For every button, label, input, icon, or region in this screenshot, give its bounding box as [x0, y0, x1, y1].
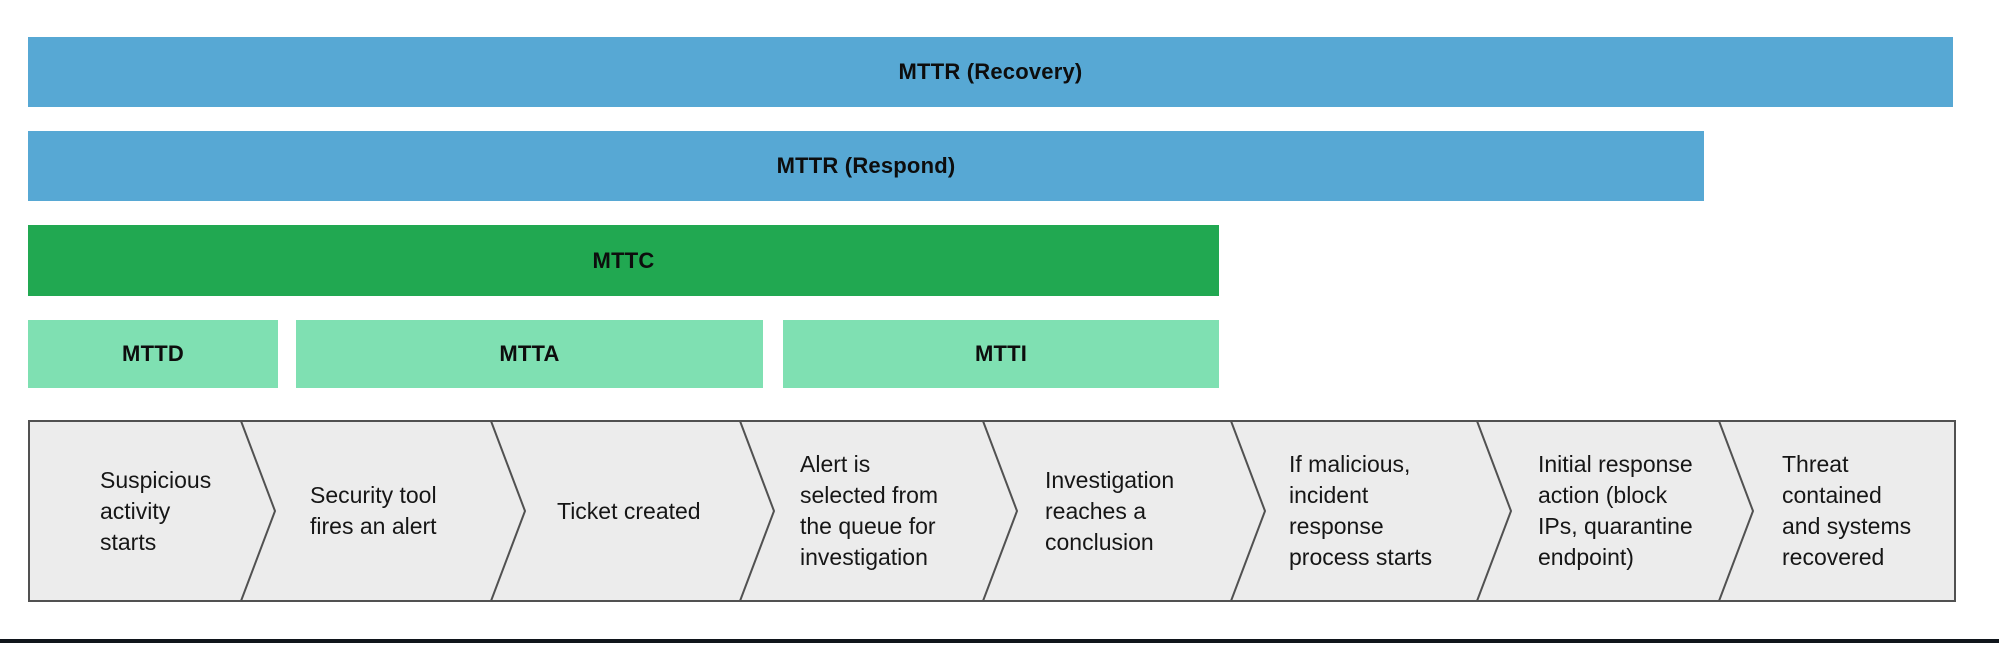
timeline-step-label: Suspicious activity starts [100, 466, 212, 555]
timeline-step-label: Security tool fires an alert [310, 482, 437, 539]
chevron-divider [1718, 420, 1755, 602]
metric-bar-label: MTTA [499, 341, 560, 366]
chevron-divider [1476, 420, 1513, 602]
timeline-step-6: If malicious, incident response process … [1289, 420, 1432, 602]
timeline-step-8: Threat contained and systems recovered [1782, 420, 1911, 602]
process-timeline: Suspicious activity starts Security tool … [28, 420, 1956, 602]
chevron-divider [739, 420, 776, 602]
chevron-divider [1230, 420, 1267, 602]
timeline-step-5: Investigation reaches a conclusion [1045, 420, 1174, 602]
metric-bar-label: MTTI [974, 341, 1028, 366]
timeline-step-3: Ticket created [557, 420, 701, 602]
timeline-step-2: Security tool fires an alert [310, 420, 437, 602]
metric-bar-label: MTTR (Respond) [776, 153, 956, 178]
bottom-divider-bar [0, 639, 1999, 643]
timeline-background [28, 420, 1956, 602]
metric-bar-mttr-respond: MTTR (Respond) [28, 131, 1704, 201]
timeline-step-4: Alert is selected from the queue for inv… [800, 420, 938, 602]
timeline-step-label: Investigation reaches a conclusion [1045, 466, 1175, 555]
timeline-step-label: Ticket created [557, 497, 701, 524]
metric-bar-label: MTTC [592, 247, 655, 273]
metric-bar-label: MTTR (Recovery) [898, 59, 1083, 84]
chevron-divider [982, 420, 1019, 602]
metric-bar-mtta: MTTA [296, 320, 763, 388]
timeline-step-7: Initial response action (block IPs, quar… [1538, 420, 1693, 602]
timeline-outline [28, 420, 1956, 602]
metric-bar-mtti: MTTI [783, 320, 1219, 388]
chevron-divider [490, 420, 527, 602]
metric-bar-mttr-recovery: MTTR (Recovery) [28, 37, 1953, 107]
timeline-step-label: If malicious, incident response process … [1289, 451, 1433, 570]
timeline-step-label: Threat contained and systems recovered [1782, 451, 1912, 570]
chevron-divider [240, 420, 277, 602]
metric-bar-mttd: MTTD [28, 320, 278, 388]
timeline-step-label: Alert is selected from the queue for inv… [800, 451, 939, 570]
metric-bar-mttc: MTTC [28, 225, 1219, 296]
timeline-step-1: Suspicious activity starts [100, 420, 211, 602]
timeline-step-label: Initial response action (block IPs, quar… [1538, 451, 1693, 570]
metric-bar-label: MTTD [122, 341, 184, 366]
